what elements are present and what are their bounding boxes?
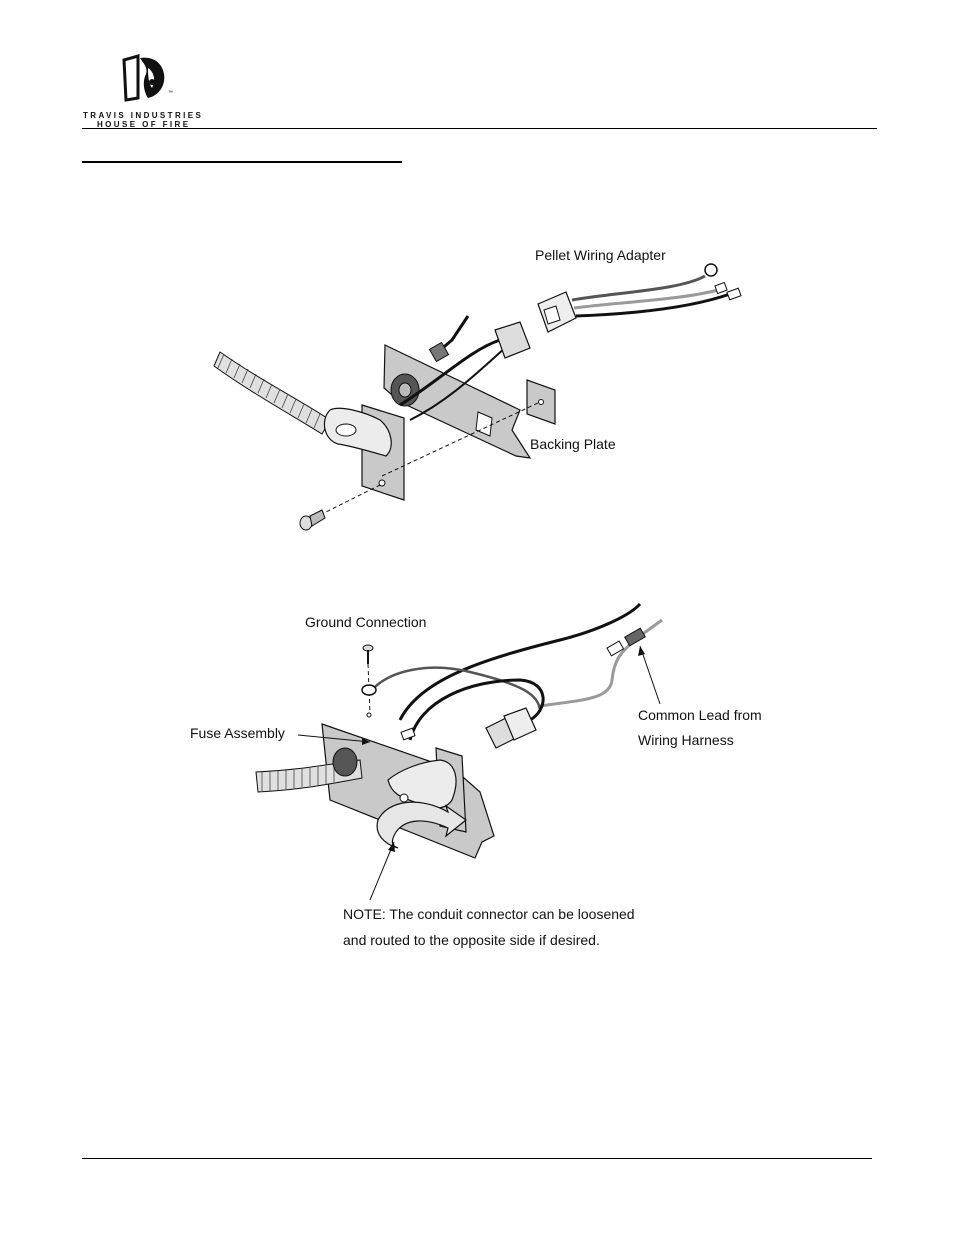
common-lead-connector	[624, 627, 646, 647]
conduit-connector	[323, 407, 392, 457]
label-ground-connection: Ground Connection	[305, 614, 427, 630]
connector-plug	[494, 321, 531, 359]
footer-rule	[82, 1158, 872, 1159]
fuse-holder-bottom	[332, 747, 358, 777]
flex-conduit	[213, 351, 331, 435]
mounting-bracket	[383, 344, 532, 459]
label-fuse-assembly: Fuse Assembly	[190, 725, 285, 741]
header-rule	[82, 128, 877, 129]
company-name: TRAVIS INDUSTRIES	[83, 111, 204, 120]
flame-logo-icon	[122, 54, 165, 102]
screw-icon	[299, 509, 326, 531]
section-heading-underline	[82, 161, 402, 163]
label-common-lead-line2: Wiring Harness	[638, 732, 734, 748]
note-line2: and routed to the opposite side if desir…	[343, 932, 600, 948]
trademark-symbol: ™	[168, 90, 173, 96]
ring-terminal	[361, 684, 377, 696]
company-tagline: HOUSE OF FIRE	[97, 120, 191, 129]
ground-screw-icon	[362, 644, 374, 664]
label-pellet-wiring-adapter: Pellet Wiring Adapter	[535, 247, 666, 263]
note-line1: NOTE: The conduit connector can be loose…	[343, 906, 635, 922]
label-common-lead-line1: Common Lead from	[638, 707, 762, 723]
label-backing-plate: Backing Plate	[530, 436, 616, 452]
